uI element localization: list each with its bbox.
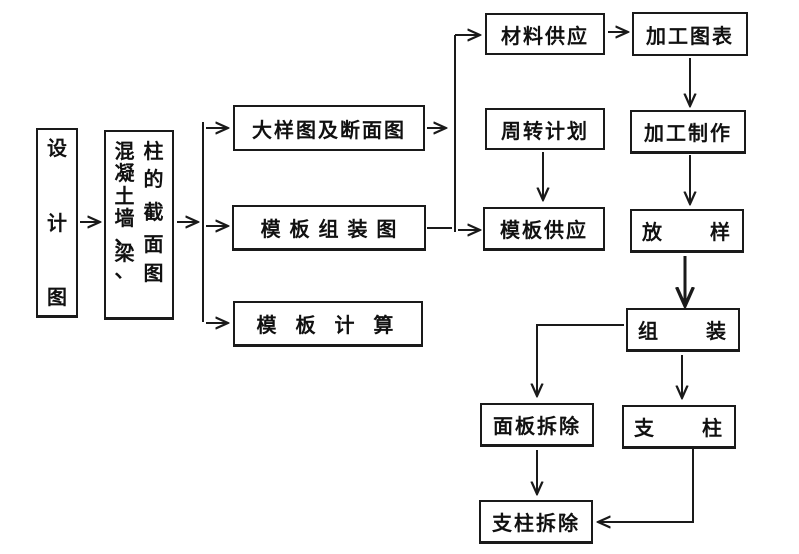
node-design-char: 设 [47, 136, 67, 160]
node-label: 样 [710, 220, 732, 244]
node-support-removal: 支柱拆除 [479, 500, 593, 544]
node-assemble: 组 装 [626, 308, 740, 352]
node-layout-setting: 放 样 [630, 209, 744, 253]
char: 柱 [143, 139, 164, 163]
char: 凝 [114, 161, 135, 186]
node-design-char: 计 [47, 210, 67, 235]
char: 混 [114, 139, 135, 163]
node-section-col2: 柱 的 截 面 图 [144, 140, 164, 284]
char: 图 [143, 260, 164, 285]
node-fabrication: 加工制作 [630, 110, 746, 154]
node-panel-removal: 面板拆除 [480, 403, 594, 447]
edge-support-supportremoval [598, 449, 694, 522]
node-label: 大样图及断面图 [252, 117, 406, 142]
edge-assemble-panel [537, 324, 624, 396]
node-label: 模板供应 [500, 218, 588, 242]
node-label: 放 [642, 220, 664, 244]
char: 、 [114, 257, 135, 282]
node-label: 加工制作 [644, 121, 732, 145]
char: 面 [143, 232, 164, 257]
node-label: 模 板 计 算 [256, 313, 400, 337]
node-label: 面板拆除 [493, 414, 581, 438]
char: 土 [114, 183, 135, 208]
node-label: 周转计划 [501, 118, 589, 143]
node-label: 组 [638, 319, 660, 343]
node-process-chart: 加工图表 [632, 12, 748, 56]
char: 梁 [114, 240, 135, 265]
node-label: 装 [706, 319, 728, 343]
node-label: 支 [634, 416, 656, 440]
node-formwork-supply: 模板供应 [483, 207, 605, 251]
node-turnover-plan: 周转计划 [485, 108, 605, 150]
node-design-char: 图 [47, 285, 67, 309]
node-label: 模 板 组 装 图 [260, 217, 398, 241]
node-section-drawings: 混 凝 土 墙 、 梁 、 柱 的 截 面 图 [104, 130, 174, 320]
node-material-supply: 材料供应 [485, 13, 605, 55]
node-support-post: 支 柱 [622, 405, 736, 449]
node-label: 材料供应 [501, 23, 589, 48]
node-formwork-calc: 模 板 计 算 [233, 301, 423, 347]
node-detail-drawing: 大样图及断面图 [233, 105, 425, 151]
node-label: 柱 [702, 416, 724, 440]
node-label: 加工图表 [646, 23, 734, 48]
node-design-drawing: 设 计 图 [36, 128, 78, 318]
node-assembly-drawing: 模 板 组 装 图 [232, 205, 426, 251]
node-section-col1: 混 凝 土 墙 、 梁 、 [114, 139, 135, 282]
char: 的 [143, 167, 164, 192]
char: 墙 [114, 206, 135, 231]
node-label: 支柱拆除 [492, 511, 580, 535]
char: 截 [143, 199, 164, 224]
char: 、 [114, 223, 135, 248]
